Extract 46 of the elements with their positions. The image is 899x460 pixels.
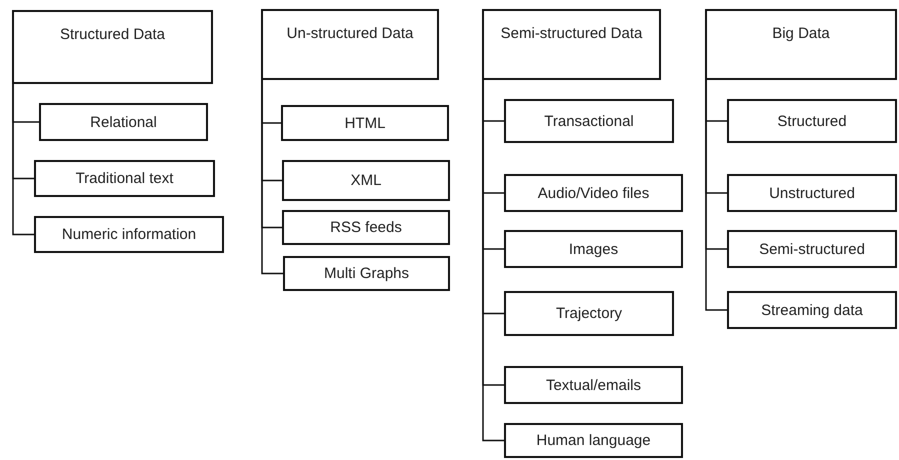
box-label: Numeric information [62,226,196,243]
box-label: Semi-structured [759,240,865,258]
box-label: Structured Data [60,26,166,43]
connector-line [12,84,34,236]
category-box [261,9,439,80]
item-box [34,216,224,253]
item-box [727,99,897,143]
item-box [281,105,449,141]
box-label: Audio/Video files [538,184,650,202]
category-box [12,10,213,84]
box-label: HTML [344,114,386,132]
connector-line [261,80,283,274]
box-label: Unstructured [769,184,855,202]
item-box [282,160,450,201]
box-label: Trajectory [556,305,622,322]
box-label: Images [568,240,618,258]
box-label: Human language [536,432,651,449]
item-box [504,291,674,336]
box-label: RSS feeds [330,219,402,236]
box-label: Un-structured Data [286,25,414,42]
item-box [727,230,897,268]
category-box [705,9,897,80]
box-label: Textual/emails [546,376,642,394]
box-label: Traditional text [76,170,174,187]
box-label: Streaming data [761,302,863,318]
box-label: Big Data [772,25,830,42]
item-box [504,99,674,143]
connector-line [482,80,504,442]
item-box [39,103,208,141]
box-label: Semi-structured Data [500,25,642,42]
item-box [727,291,897,329]
box-label: Relational [90,114,157,130]
item-box [504,423,683,458]
category-box [482,9,661,80]
item-box [283,256,450,291]
item-box [34,160,215,197]
box-label: Structured [777,112,847,130]
item-box [504,174,683,212]
item-box [504,366,683,404]
item-box [282,210,450,245]
box-label: Transactional [544,112,634,130]
box-label: Multi Graphs [324,265,410,282]
box-label: XML [350,172,382,189]
item-box [727,174,897,212]
connector-line [705,80,727,311]
item-box [504,230,683,268]
